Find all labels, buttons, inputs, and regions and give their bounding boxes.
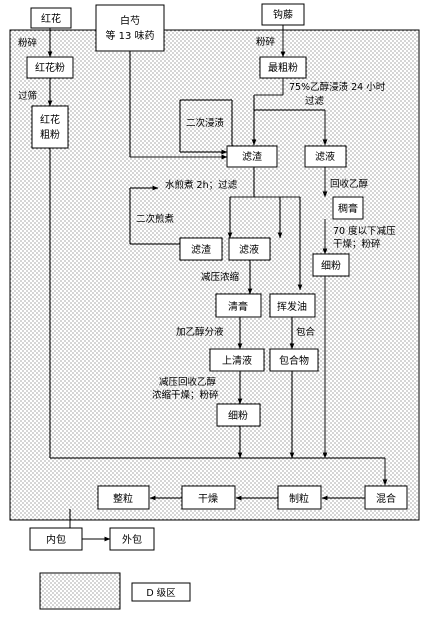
node-honghua-cufen-line2: 粗粉 bbox=[40, 128, 60, 141]
node-chougao-label: 稠膏 bbox=[338, 202, 358, 215]
label-baohe: 包合 bbox=[296, 326, 316, 338]
node-waibao: 外包 bbox=[109, 527, 155, 551]
legend-swatch bbox=[39, 572, 121, 610]
node-zhengli: 整粒 bbox=[97, 485, 150, 510]
node-baishao-line2: 等 13 味药 bbox=[105, 29, 154, 42]
label-guoshai: 过筛 bbox=[18, 90, 37, 102]
legend-label: D 级区 bbox=[146, 587, 176, 599]
d-grade-area bbox=[9, 29, 420, 521]
label-fensui-1: 粉碎 bbox=[18, 37, 38, 49]
node-honghua-label: 红花 bbox=[41, 12, 61, 25]
node-xifen-2-label: 细粉 bbox=[228, 409, 248, 422]
node-xifen-1: 细粉 bbox=[312, 253, 350, 277]
node-zuicufen-label: 最粗粉 bbox=[268, 61, 298, 74]
node-gouteng: 钩藤 bbox=[261, 3, 305, 26]
node-huifayou-label: 挥发油 bbox=[277, 300, 307, 313]
node-chougao: 稠膏 bbox=[332, 196, 364, 220]
node-lvye-2-label: 滤液 bbox=[239, 243, 259, 256]
node-shangqingye: 上清液 bbox=[209, 348, 265, 372]
node-hunhe-label: 混合 bbox=[376, 492, 396, 505]
node-lvye-1: 滤液 bbox=[304, 145, 347, 168]
node-shangqingye-label: 上清液 bbox=[222, 354, 252, 367]
node-huifayou: 挥发油 bbox=[269, 293, 316, 318]
node-lvzha-1: 滤渣 bbox=[226, 145, 278, 168]
label-huishou-1: 减压回收乙醇 bbox=[159, 376, 217, 388]
label-jinzi-1: 75%乙醇浸渍 24 小时 bbox=[289, 81, 386, 93]
node-lvzha-2-label: 滤渣 bbox=[191, 243, 211, 256]
label-ganzao-2: 干燥；粉碎 bbox=[333, 238, 381, 250]
label-huishou-yichun: 回收乙醇 bbox=[330, 178, 369, 190]
legend-label-box bbox=[131, 582, 191, 602]
node-baishao-line1: 白芍 bbox=[120, 14, 140, 27]
node-zhili: 制粒 bbox=[277, 485, 322, 510]
legend: D 级区 bbox=[39, 572, 191, 610]
label-jia-yichun: 加乙醇分液 bbox=[176, 326, 224, 338]
node-baohewu: 包合物 bbox=[269, 348, 319, 372]
node-honghua: 红花 bbox=[30, 7, 72, 29]
node-lvye-1-label: 滤液 bbox=[315, 150, 335, 163]
node-zhengli-label: 整粒 bbox=[113, 492, 133, 505]
label-huishou-2: 浓缩干燥；粉碎 bbox=[152, 389, 219, 401]
node-honghua-cufen: 红花 粗粉 bbox=[31, 105, 69, 149]
label-erci-jianzhu: 二次煎煮 bbox=[136, 213, 175, 225]
label-fensui-2: 粉碎 bbox=[256, 36, 276, 48]
node-qinggao-label: 清膏 bbox=[228, 300, 248, 313]
node-zuicufen: 最粗粉 bbox=[259, 56, 307, 79]
node-neibao-label: 内包 bbox=[46, 533, 66, 546]
node-xifen-1-label: 细粉 bbox=[321, 259, 341, 272]
node-neibao: 内包 bbox=[29, 527, 83, 551]
label-jianya-nongsuo: 减压浓缩 bbox=[201, 271, 240, 283]
node-honghuafen-label: 红花粉 bbox=[35, 61, 65, 74]
node-gouteng-label: 钩藤 bbox=[273, 9, 293, 21]
node-hunhe: 混合 bbox=[364, 485, 408, 510]
label-shuijianzhu: 水煎煮 2h；过滤 bbox=[165, 179, 238, 191]
node-qinggao: 清膏 bbox=[215, 293, 262, 318]
connector-lines bbox=[47, 25, 388, 542]
node-ganzao: 干燥 bbox=[181, 485, 236, 510]
node-lvzha-1-label: 滤渣 bbox=[242, 150, 262, 163]
node-ganzao-label: 干燥 bbox=[198, 493, 218, 505]
label-jinzi-2: 过滤 bbox=[305, 95, 325, 107]
node-lvye-2: 滤液 bbox=[228, 237, 271, 261]
label-ganzao-1: 70 度以下减压 bbox=[333, 225, 396, 237]
node-waibao-label: 外包 bbox=[122, 533, 142, 546]
node-zhili-label: 制粒 bbox=[289, 492, 309, 505]
node-xifen-2: 细粉 bbox=[216, 403, 261, 427]
node-baishao: 白芍 等 13 味药 bbox=[95, 4, 165, 52]
node-baohewu-label: 包合物 bbox=[279, 354, 309, 367]
node-honghua-cufen-line1: 红花 bbox=[40, 113, 60, 126]
node-lvzha-2: 滤渣 bbox=[179, 237, 223, 261]
label-erci-jinzi: 二次浸渍 bbox=[186, 117, 225, 129]
node-honghuafen: 红花粉 bbox=[26, 56, 74, 79]
step-labels: 粉碎 粉碎 过筛 75%乙醇浸渍 24 小时 过滤 二次浸渍 回收乙醇 水煎煮 … bbox=[18, 36, 396, 401]
